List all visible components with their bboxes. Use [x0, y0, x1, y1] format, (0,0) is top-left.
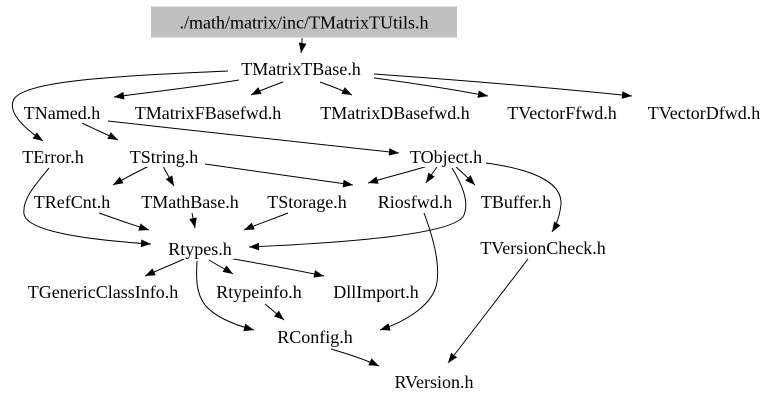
node-tstorage[interactable]: TStorage.h	[265, 192, 349, 212]
edge-tstring-to-tmathbase	[162, 165, 175, 187]
node-tvectorffwd[interactable]: TVectorFfwd.h	[505, 103, 619, 123]
node-tmatrixtbase[interactable]: TMatrixTBase.h	[239, 59, 363, 79]
node-terror[interactable]: TError.h	[20, 147, 86, 167]
node-trefcnt[interactable]: TRefCnt.h	[31, 192, 113, 212]
edge-tobject-to-tstorage	[367, 165, 429, 184]
edge-tobject-to-rtypes	[248, 167, 467, 251]
edge-tnamed-to-tstring	[81, 122, 119, 141]
node-tvectordfwd[interactable]: TVectorDfwd.h	[645, 103, 763, 123]
node-tversioncheck[interactable]: TVersionCheck.h	[478, 238, 608, 258]
edge-tmatrixtbase-to-tnamed	[113, 79, 240, 100]
edge-tmatrixtbase-to-tmatrixdbasefwd	[319, 81, 353, 96]
edge-rtypes-to-tgenericclassinfo	[144, 258, 185, 277]
node-tmatrixdbasefwd[interactable]: TMatrixDBasefwd.h	[318, 103, 472, 123]
edge-tmatrixtutils-to-tmatrixtbase	[298, 37, 307, 54]
edge-riosfwd-to-rconfig	[379, 212, 439, 331]
node-tmathbase[interactable]: TMathBase.h	[139, 192, 241, 212]
node-riosfwd[interactable]: Riosfwd.h	[375, 192, 455, 212]
node-rconfig[interactable]: RConfig.h	[275, 327, 355, 347]
edge-rtypeinfo-to-rconfig	[264, 303, 285, 321]
node-tgenericclassinfo[interactable]: TGenericClassInfo.h	[25, 282, 181, 302]
edge-tmatrixtbase-to-tvectordfwd	[373, 73, 633, 99]
node-tmatrixtutils: ./math/matrix/inc/TMatrixTUtils.h	[151, 6, 457, 38]
edge-rconfig-to-rversion	[330, 348, 380, 367]
node-tstring[interactable]: TString.h	[127, 147, 201, 167]
edge-trefcnt-to-rtypes	[98, 212, 150, 231]
edge-tmatrixtbase-to-terror	[11, 70, 229, 142]
edge-tobject-to-tbuffer	[455, 166, 476, 186]
edge-rtypes-to-rtypeinfo	[208, 259, 234, 275]
node-tmatrixfbasefwd[interactable]: TMatrixFBasefwd.h	[132, 103, 284, 123]
edge-tobject-to-riosfwd	[425, 166, 438, 184]
edge-tstring-to-riosfwd	[204, 163, 354, 188]
edge-tstorage-to-rtypes	[243, 212, 289, 231]
node-rversion[interactable]: RVersion.h	[392, 372, 476, 392]
node-tnamed[interactable]: TNamed.h	[21, 103, 103, 123]
edge-tmatrixtbase-to-tmatrixfbasefwd	[250, 81, 284, 96]
node-dllimport[interactable]: DllImport.h	[331, 282, 421, 302]
edge-tnamed-to-tobject	[107, 120, 400, 156]
edge-tobject-to-tversioncheck	[485, 162, 562, 233]
edge-tmathbase-to-rtypes	[189, 212, 197, 229]
edge-tversioncheck-to-rversion	[447, 258, 529, 364]
node-rtypeinfo[interactable]: Rtypeinfo.h	[214, 282, 304, 302]
edge-rtypes-to-rconfig	[196, 260, 255, 332]
node-rtypes[interactable]: Rtypes.h	[166, 239, 234, 259]
edge-rtypes-to-dllimport	[221, 256, 325, 278]
edge-tstring-to-trefcnt	[112, 165, 150, 186]
node-tobject[interactable]: TObject.h	[407, 147, 485, 167]
edge-terror-to-rtypes	[23, 167, 152, 248]
edge-tmatrixtbase-to-tvectorffwd	[373, 77, 489, 98]
node-tbuffer[interactable]: TBuffer.h	[478, 192, 554, 212]
